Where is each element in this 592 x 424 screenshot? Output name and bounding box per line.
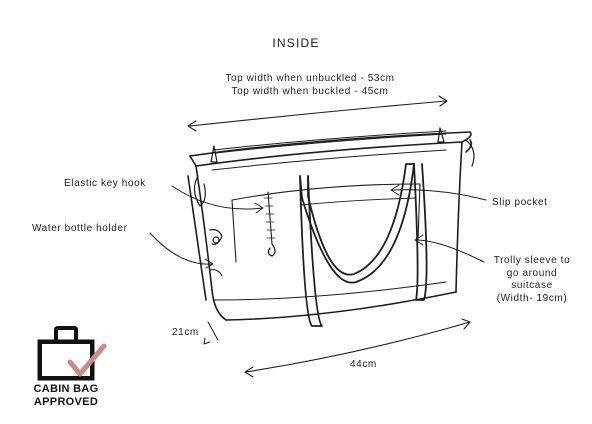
bag-handles: [299, 163, 428, 327]
top-width-arrow: [187, 95, 448, 132]
label-top-width-unbuckled: Top width when unbuckled - 53cm: [225, 73, 395, 84]
elastic-key-hook: [263, 191, 276, 257]
label-slip-pocket: Slip pocket: [492, 197, 548, 208]
label-trolly-sleeve-2: go around: [506, 268, 558, 279]
suitcase-check-icon: [37, 326, 107, 381]
length-arrow: [244, 318, 471, 378]
badge-line-1: CABIN BAG: [33, 383, 99, 395]
callout-arrows: [149, 184, 487, 269]
depth-arrow: [203, 321, 219, 345]
label-water-bottle-holder: Water bottle holder: [32, 223, 128, 234]
diagram-title: INSIDE: [272, 36, 320, 50]
water-bottle-holder: [209, 229, 223, 277]
badge-line-2: APPROVED: [33, 396, 99, 408]
label-length: 44cm: [350, 359, 377, 370]
label-depth: 21cm: [172, 327, 199, 338]
bag-outline: [187, 127, 475, 321]
label-top-width-buckled: Top width when buckled - 45cm: [231, 86, 389, 97]
cabin-bag-badge: CABIN BAG APPROVED: [24, 383, 108, 409]
label-trolly-sleeve-4: (Width- 19cm): [496, 293, 568, 304]
label-trolly-sleeve-1: Trolly sleeve to: [493, 255, 571, 266]
label-elastic-key-hook: Elastic key hook: [64, 178, 146, 189]
label-trolly-sleeve-3: suitcase: [511, 280, 553, 291]
